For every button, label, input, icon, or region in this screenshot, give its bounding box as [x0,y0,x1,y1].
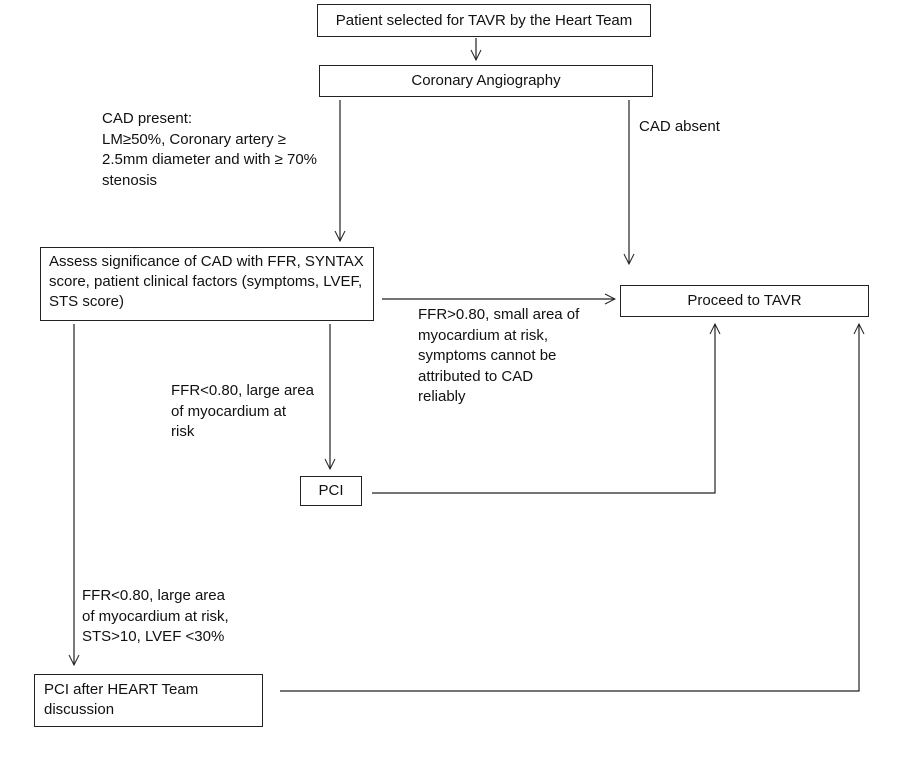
label-cad-present: CAD present: LM≥50%, Coronary artery ≥ 2… [102,110,317,189]
arrow-pci-to-tavr [372,324,715,494]
node-proceed-tavr: Proceed to TAVR [620,285,869,317]
node-assess-significance-text: Assess significance of CAD with FFR, SYN… [49,253,364,310]
label-ffr-below-pci: FFR<0.80, large area of myocardium at ri… [171,382,314,440]
node-coronary-angiography-text: Coronary Angiography [411,72,561,89]
node-proceed-tavr-text: Proceed to TAVR [687,292,802,309]
node-pci-after-heart-team-text: PCI after HEART Team discussion [44,681,199,718]
node-coronary-angiography: Coronary Angiography [319,65,653,97]
node-patient-selected-text: Patient selected for TAVR by the Heart T… [335,11,633,29]
label-ffr-below-heart-team: FFR<0.80, large area of myocardium at ri… [82,587,229,645]
node-assess-significance: Assess significance of CAD with FFR, SYN… [40,247,374,321]
node-pci-text: PCI [318,482,344,499]
label-ffr-above: FFR>0.80, small area of myocardium at ri… [418,306,580,405]
label-cad-absent: CAD absent [639,118,720,135]
node-pci: PCI [300,476,362,506]
node-pci-after-heart-team: PCI after HEART Team discussion [34,674,263,727]
arrow-pci-heart-team-to-tavr [280,324,859,692]
node-patient-selected: Patient selected for TAVR by the Heart T… [317,4,651,37]
